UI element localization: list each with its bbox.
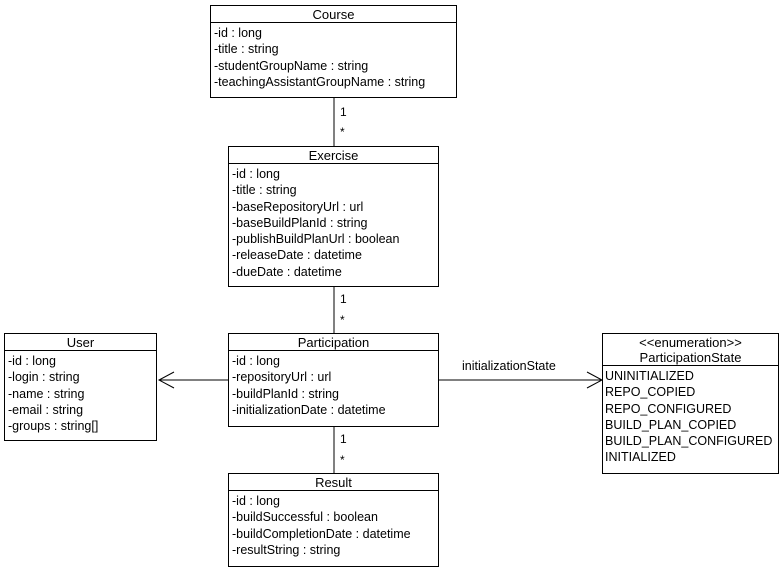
course-exercise-target-multiplicity: *: [340, 125, 345, 139]
class-participation: Participation -id : long -repositoryUrl …: [228, 333, 439, 427]
attribute: -studentGroupName : string: [214, 58, 369, 73]
attribute: -initializationDate : datetime: [232, 402, 386, 417]
class-participation-name: Participation: [229, 334, 438, 351]
enum-participation-state-values: UNINITIALIZED REPO_COPIED REPO_CONFIGURE…: [603, 366, 778, 466]
attribute: -publishBuildPlanUrl : boolean: [232, 232, 400, 247]
enum-value: INITIALIZED: [605, 450, 676, 465]
class-result-name: Result: [229, 474, 438, 491]
class-user: User -id : long -login : string -name : …: [4, 333, 157, 441]
enum-participation-state: <<enumeration>> ParticipationState UNINI…: [602, 333, 779, 474]
participation-result-target-multiplicity: *: [340, 453, 345, 467]
attribute: -groups : string[]: [8, 419, 99, 434]
attribute: -dueDate : datetime: [232, 264, 342, 279]
class-participation-attributes: -id : long -repositoryUrl : url -buildPl…: [229, 351, 438, 418]
class-result-attributes: -id : long -buildSuccessful : boolean -b…: [229, 491, 438, 558]
attribute: -id : long: [232, 167, 280, 181]
user-arrowhead: [157, 371, 175, 389]
class-course-attributes: -id : long -title : string -studentGroup…: [211, 23, 456, 90]
class-exercise-name: Exercise: [229, 147, 438, 164]
attribute: -buildPlanId : string: [232, 386, 340, 401]
attribute: -name : string: [8, 386, 85, 401]
attribute: -title : string: [232, 183, 297, 198]
attribute: -email : string: [8, 402, 84, 417]
enum-value: REPO_COPIED: [605, 385, 696, 400]
class-course-name: Course: [211, 6, 456, 23]
attribute: -repositoryUrl : url: [232, 370, 332, 385]
attribute: -login : string: [8, 370, 80, 385]
enum-stereotype: <<enumeration>>: [639, 335, 742, 350]
attribute: -resultString : string: [232, 542, 341, 557]
class-exercise: Exercise -id : long -title : string -bas…: [228, 146, 439, 287]
enum-participation-state-name: ParticipationState: [639, 350, 742, 365]
course-exercise-source-multiplicity: 1: [340, 105, 347, 119]
attribute: -id : long: [8, 354, 56, 368]
enum-participation-state-header: <<enumeration>> ParticipationState: [603, 334, 778, 366]
enum-value: REPO_CONFIGURED: [605, 401, 732, 416]
attribute: -buildCompletionDate : datetime: [232, 526, 411, 541]
participation-result-source-multiplicity: 1: [340, 432, 347, 446]
attribute: -title : string: [214, 42, 279, 57]
class-exercise-attributes: -id : long -title : string -baseReposito…: [229, 164, 438, 280]
enum-value: BUILD_PLAN_CONFIGURED: [605, 434, 773, 449]
initialization-state-label: initializationState: [462, 359, 556, 373]
enum-value: UNINITIALIZED: [605, 369, 694, 383]
exercise-participation-target-multiplicity: *: [340, 313, 345, 327]
attribute: -id : long: [232, 354, 280, 368]
attribute: -id : long: [214, 26, 262, 40]
attribute: -buildSuccessful : boolean: [232, 510, 378, 525]
exercise-participation-source-multiplicity: 1: [340, 292, 347, 306]
class-user-attributes: -id : long -login : string -name : strin…: [5, 351, 156, 434]
attribute: -baseRepositoryUrl : url: [232, 199, 364, 214]
class-user-name: User: [5, 334, 156, 351]
attribute: -baseBuildPlanId : string: [232, 215, 368, 230]
attribute: -releaseDate : datetime: [232, 248, 362, 263]
attribute: -teachingAssistantGroupName : string: [214, 74, 426, 89]
enum-value: BUILD_PLAN_COPIED: [605, 417, 737, 432]
attribute: -id : long: [232, 494, 280, 508]
class-result: Result -id : long -buildSuccessful : boo…: [228, 473, 439, 567]
class-course: Course -id : long -title : string -stude…: [210, 5, 457, 98]
